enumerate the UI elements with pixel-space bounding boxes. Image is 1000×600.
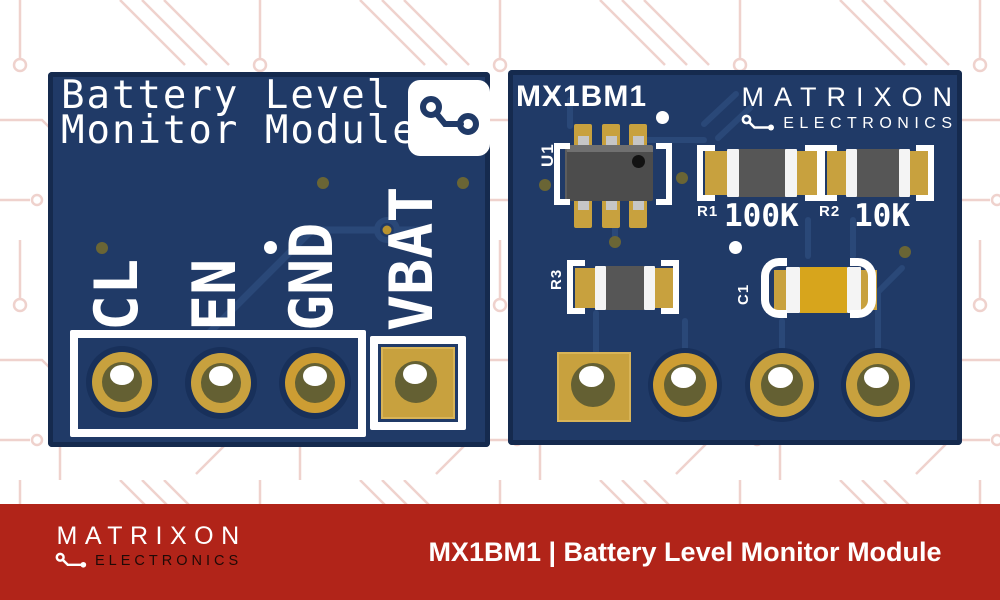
via	[899, 246, 911, 258]
hole-highlight	[864, 367, 889, 388]
resistor-r2	[857, 149, 899, 197]
trace-link-icon	[420, 96, 479, 135]
c1-reference: C1	[735, 283, 752, 305]
ic-pin1-marker	[632, 155, 645, 168]
via	[264, 241, 277, 254]
hole-highlight	[209, 366, 233, 386]
hole-highlight	[110, 365, 134, 385]
resistor-pad	[655, 268, 673, 308]
pcb-front-view: Battery Level Monitor Module CL EN GND V…	[48, 72, 490, 447]
capacitor-end	[786, 267, 800, 313]
resistor-r1	[737, 149, 787, 197]
product-title: MX1BM1 | Battery Level Monitor Module	[428, 536, 942, 567]
resistor-end	[846, 149, 857, 197]
silkscreen-bracket	[567, 260, 585, 314]
brand-name: MATRIXON	[741, 82, 962, 112]
brand-subtitle: ELECTRONICS	[783, 115, 958, 132]
circuit-trace-icon	[741, 114, 775, 131]
via	[676, 172, 688, 184]
brand-name: MATRIXON	[56, 522, 247, 550]
resistor-r3	[606, 266, 644, 310]
resistor-end	[644, 266, 655, 310]
ic-pin	[633, 196, 644, 210]
via	[96, 242, 108, 254]
resistor-end	[595, 266, 606, 310]
via	[609, 236, 621, 248]
silkscreen-bracket	[916, 145, 934, 201]
ic-silkscreen-bracket	[554, 143, 570, 205]
board-title-line1: Battery Level	[61, 73, 393, 118]
pin-label-gnd: GND	[277, 222, 347, 331]
resistor-pad	[827, 151, 848, 195]
board-title-line2: Monitor Module	[61, 108, 418, 153]
r1-reference: R1	[697, 203, 719, 220]
resistor-end	[727, 149, 739, 197]
ic-pin	[633, 136, 644, 150]
pin-label-vbat: VBAT	[377, 186, 447, 332]
hole-highlight	[403, 364, 427, 384]
hole-highlight	[579, 366, 604, 387]
via	[317, 177, 329, 189]
resistor-pad	[908, 151, 928, 195]
pin-label-en: EN	[180, 258, 250, 331]
silkscreen-bracket	[850, 258, 876, 318]
resistor-end	[899, 149, 910, 197]
ic-pin	[606, 196, 617, 210]
ic-pin	[606, 136, 617, 150]
board-part-number: MX1BM1	[516, 80, 648, 113]
banner: MATRIXON ELECTRONICS MX1BM1 | Battery Le…	[0, 504, 1000, 600]
resistor-pad	[705, 151, 729, 195]
via	[457, 177, 469, 189]
hole-highlight	[303, 366, 327, 386]
logo-box	[408, 80, 490, 156]
r2-reference: R2	[819, 203, 841, 220]
silkscreen-bracket	[761, 258, 787, 318]
ic-chip	[565, 145, 653, 201]
silkscreen-bracket	[819, 145, 837, 201]
via	[729, 241, 742, 254]
circuit-trace-icon	[55, 552, 87, 568]
ic-pin	[578, 136, 589, 150]
silkscreen-bracket	[661, 260, 679, 314]
pcb-front-traces	[204, 217, 428, 338]
vbat-pad-outline	[370, 336, 466, 430]
resistor-pad	[575, 268, 597, 308]
pin-label-cl: CL	[82, 258, 152, 331]
ic-reference: U1	[538, 143, 557, 167]
hole-highlight	[768, 367, 793, 388]
resistor-end	[785, 149, 797, 197]
board-title: Battery Level Monitor Module	[61, 73, 418, 153]
r1-value: 100K	[724, 198, 799, 234]
r2-value: 10K	[854, 198, 910, 234]
via	[656, 111, 669, 124]
resistor-pad	[795, 151, 817, 195]
brand-subtitle: ELECTRONICS	[95, 553, 243, 570]
pcb-back-view: MX1BM1 MATRIXON ELECTRONICS	[508, 70, 962, 445]
banner-brand-logo: MATRIXON ELECTRONICS	[55, 524, 239, 571]
capacitor-c1	[800, 267, 847, 313]
ic-pin	[578, 196, 589, 210]
via	[539, 179, 551, 191]
ic-silkscreen-bracket	[656, 143, 672, 205]
header-outline	[70, 330, 366, 437]
r3-reference: R3	[548, 268, 565, 290]
board-brand-logo: MATRIXON ELECTRONICS	[741, 84, 953, 134]
hole-highlight	[671, 367, 696, 388]
silkscreen-bracket	[697, 145, 715, 201]
